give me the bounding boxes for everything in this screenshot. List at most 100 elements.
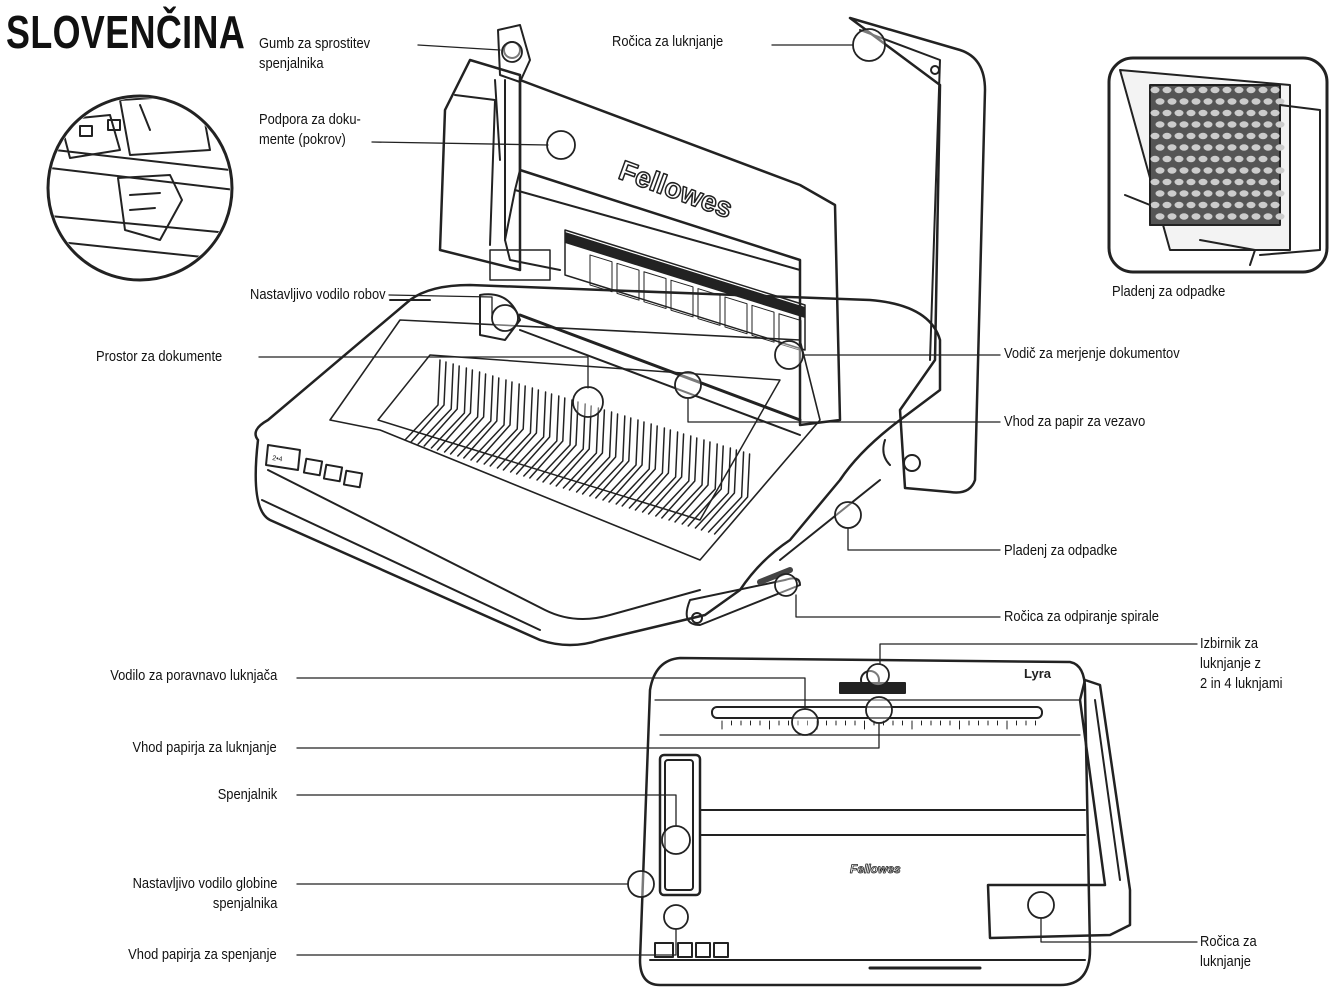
- waste-chad: [1263, 144, 1273, 151]
- waste-chad: [1186, 155, 1196, 163]
- comb-tooth: [589, 415, 626, 497]
- waste-chad: [1155, 190, 1165, 197]
- waste-chad: [1263, 98, 1273, 105]
- waste-chad: [1203, 190, 1213, 197]
- comb-tooth: [549, 403, 586, 485]
- waste-chad: [1150, 109, 1160, 117]
- waste-chad: [1150, 132, 1160, 140]
- cover-cell: [589, 254, 613, 293]
- waste-chad: [1191, 167, 1201, 174]
- comb-tooth: [509, 391, 547, 473]
- comb-tooth-edge: [436, 369, 474, 451]
- waste-chad: [1150, 201, 1160, 209]
- binder-main: 2•4 Fellowes: [254, 16, 987, 647]
- waste-chad: [1174, 155, 1184, 163]
- waste-chad: [1270, 132, 1280, 140]
- waste-chad: [1251, 144, 1261, 151]
- waste-chad: [1246, 178, 1256, 186]
- waste-chad: [1191, 144, 1201, 151]
- waste-chad: [1215, 121, 1225, 128]
- waste-chad: [1222, 86, 1232, 94]
- svg-text:2•4: 2•4: [272, 455, 283, 463]
- waste-chad: [1167, 213, 1177, 220]
- waste-chad: [1191, 121, 1201, 128]
- comb-tooth: [417, 363, 454, 445]
- waste-chad: [1246, 132, 1256, 140]
- comb-tooth-edge: [410, 361, 447, 443]
- comb-tooth: [496, 387, 534, 469]
- comb-tooth: [668, 439, 705, 521]
- waste-chad: [1155, 98, 1165, 105]
- waste-chad: [1258, 109, 1268, 117]
- waste-chad: [1258, 178, 1268, 186]
- label-doc-gauge: Vodič za merjenje dokumentov: [1004, 345, 1180, 362]
- comb-tooth: [523, 395, 560, 477]
- waste-chad: [1203, 144, 1213, 151]
- comb-tooth: [628, 427, 666, 509]
- waste-chad: [1167, 190, 1177, 197]
- waste-chad: [1179, 213, 1189, 220]
- waste-chad: [1246, 155, 1256, 163]
- waste-chad: [1222, 178, 1232, 186]
- brand-logo-bottom: Fellowes: [850, 862, 901, 876]
- waste-chad: [1162, 155, 1172, 163]
- comb-tooth: [536, 399, 573, 481]
- waste-chad: [1251, 98, 1261, 105]
- comb-tooth-edge: [687, 445, 724, 527]
- callout-circles-top: [491, 28, 886, 597]
- waste-chad: [1215, 144, 1225, 151]
- waste-chad: [1258, 201, 1268, 209]
- waste-chad: [1210, 132, 1220, 140]
- waste-chad: [1239, 98, 1249, 105]
- label-punch-handle-bottom: Ročica za luknjanje: [1200, 933, 1257, 970]
- label-staple-entry: Vhod papirja za spenjanje: [128, 946, 277, 963]
- comb-tooth-edge: [608, 421, 645, 503]
- waste-chad: [1227, 167, 1237, 174]
- comb-tooth-edge: [555, 405, 592, 487]
- comb-tooth-edge: [542, 401, 579, 483]
- waste-chad: [1251, 213, 1261, 220]
- waste-chad: [1174, 86, 1184, 94]
- waste-chad: [1150, 178, 1160, 186]
- waste-chad: [1179, 121, 1189, 128]
- waste-chad: [1210, 86, 1220, 94]
- waste-chad: [1258, 132, 1268, 140]
- waste-chad: [1174, 178, 1184, 186]
- label-binding-entry: Vhod za papir za vezavo: [1004, 413, 1146, 430]
- waste-chad: [1270, 86, 1280, 94]
- cover-cell: [616, 262, 640, 301]
- waste-chad: [1167, 98, 1177, 105]
- waste-chad: [1239, 167, 1249, 174]
- waste-chad: [1222, 201, 1232, 209]
- comb-tooth: [707, 451, 745, 533]
- binder-topview: Lyra Fellowes: [638, 656, 1132, 987]
- comb-tooth: [575, 411, 613, 493]
- comb-tooth-edge: [595, 417, 632, 499]
- waste-chad: [1239, 213, 1249, 220]
- comb-tooth-edge: [502, 389, 540, 471]
- cover-cell: [778, 313, 802, 352]
- waste-chad: [1234, 132, 1244, 140]
- waste-chad: [1234, 201, 1244, 209]
- cover-cell: [643, 271, 667, 310]
- cover-cell: [670, 279, 694, 318]
- waste-chad: [1246, 109, 1256, 117]
- cover-cell: [724, 296, 748, 335]
- waste-chad: [1203, 167, 1213, 174]
- waste-chad: [1275, 213, 1285, 220]
- waste-chad: [1191, 213, 1201, 220]
- waste-chad: [1234, 109, 1244, 117]
- waste-chad: [1174, 201, 1184, 209]
- comb-tooth-edge: [476, 381, 513, 463]
- waste-chad: [1191, 190, 1201, 197]
- waste-chad: [1186, 178, 1196, 186]
- waste-chad: [1222, 155, 1232, 163]
- waste-chad: [1162, 178, 1172, 186]
- waste-chad: [1210, 178, 1220, 186]
- waste-chad: [1186, 132, 1196, 140]
- waste-chad: [1263, 190, 1273, 197]
- label-doc-support: Podpora za doku- mente (pokrov): [259, 111, 361, 148]
- waste-chad: [1263, 121, 1273, 128]
